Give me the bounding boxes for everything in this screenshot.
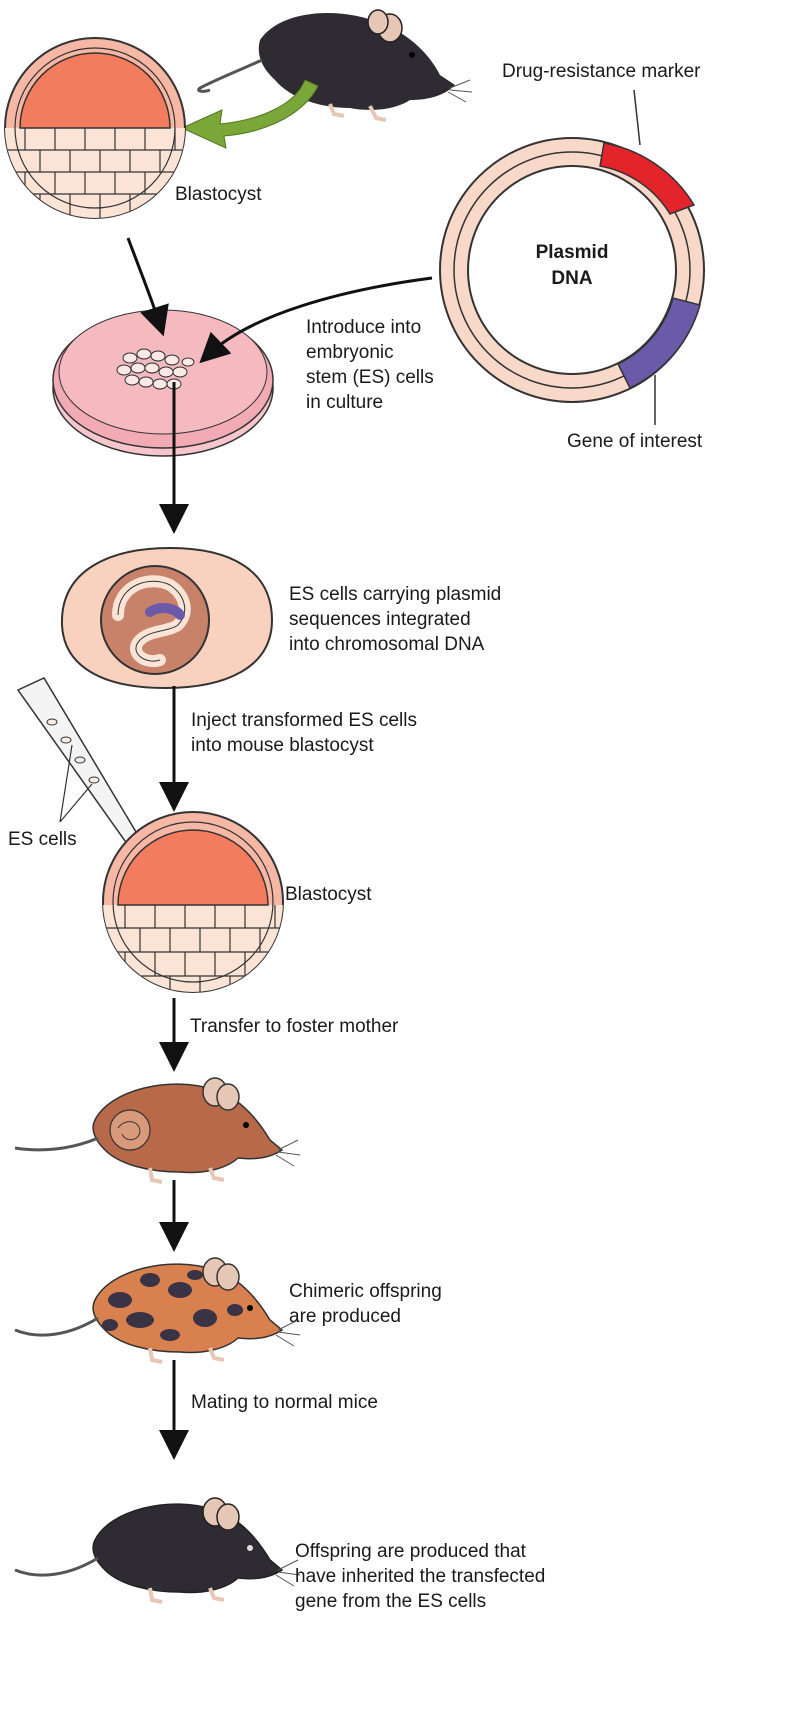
chimeric-label-2: are produced — [289, 1306, 401, 1327]
drug-marker-label: Drug-resistance marker — [502, 61, 701, 82]
chimeric-label-1: Chimeric offspring — [289, 1281, 442, 1302]
chimeric-mouse — [15, 1258, 300, 1362]
introduce-label-1: Introduce into — [306, 317, 421, 338]
introduce-label-3: stem (ES) cells — [306, 367, 434, 388]
offspring-label-3: gene from the ES cells — [295, 1591, 486, 1612]
offspring-label-1: Offspring are produced that — [295, 1541, 527, 1562]
blastocyst-top — [0, 38, 200, 228]
gene-of-interest-label: Gene of interest — [567, 431, 703, 452]
donor-black-mouse — [199, 10, 472, 120]
inject-label-2: into mouse blastocyst — [191, 735, 374, 756]
introduce-label-2: embryonic — [306, 342, 394, 363]
inject-label-1: Inject transformed ES cells — [191, 710, 417, 731]
es-cells-label: ES cells — [8, 829, 77, 850]
blastocyst-top-label: Blastocyst — [175, 184, 262, 205]
transfer-label: Transfer to foster mother — [190, 1016, 399, 1037]
offspring-label-2: have inherited the transfected — [295, 1566, 545, 1587]
foster-mother-mouse — [15, 1078, 300, 1182]
es-carrying-label-3: into chromosomal DNA — [289, 634, 485, 655]
plasmid-label-1: Plasmid — [536, 242, 609, 263]
transgenic-offspring-mouse — [15, 1498, 300, 1602]
mating-label: Mating to normal mice — [191, 1392, 378, 1413]
blastocyst-bottom — [100, 812, 300, 1005]
transformed-es-cell — [62, 548, 272, 688]
es-carrying-label-1: ES cells carrying plasmid — [289, 584, 501, 605]
introduce-label-4: in culture — [306, 392, 383, 413]
blastocyst-bottom-label: Blastocyst — [285, 884, 372, 905]
es-carrying-label-2: sequences integrated — [289, 609, 471, 630]
plasmid-label-2: DNA — [551, 268, 592, 289]
injection-pipette — [18, 678, 142, 848]
